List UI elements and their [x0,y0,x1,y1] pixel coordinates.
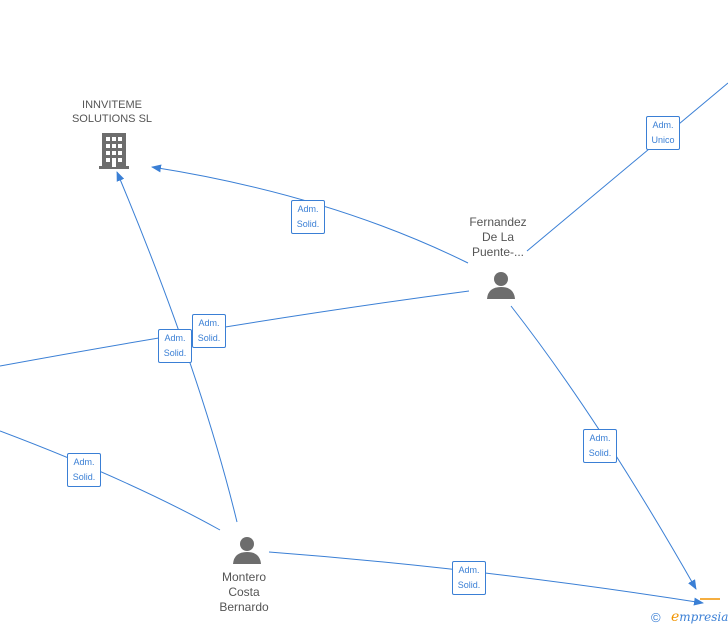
edge-fernandez-offscreen [526,82,728,252]
fernandez-line2: De La [481,230,515,244]
company-name-line1: INNVITEME [82,99,142,111]
montero-line3: Bernardo [219,600,269,614]
edge-montero-bottomright [268,551,704,606]
edge-label-line1: Adm. [458,565,480,575]
edge-label-line2: Solid. [163,348,187,358]
copyright-icon: © [651,610,661,625]
edge-label-line2: Solid. [72,472,96,482]
fernandez-line3: Puente-... [471,245,525,259]
edge-label-left-montero[interactable]: Adm. Solid. [67,453,101,487]
edge-label-line2: Solid. [457,580,481,590]
montero-line2: Costa [228,585,260,599]
person-montero-name[interactable]: Montero Costa Bernardo [194,570,294,615]
edge-label-line1: Adm. [164,333,186,343]
edge-label-line2: Solid. [588,448,612,458]
company-name[interactable]: INNVITEME SOLUTIONS SL [62,98,162,126]
person-fernandez-name[interactable]: Fernandez De La Puente-... [448,215,548,260]
edge-fernandez-left [0,290,470,367]
fernandez-line1: Fernandez [469,215,527,229]
building-icon[interactable] [97,133,131,169]
edge-label-fernandez-company[interactable]: Adm. Solid. [291,200,325,234]
edge-label-line1: Adm. [198,318,220,328]
edge-left-montero [0,430,221,531]
person-icon[interactable] [232,535,262,565]
person-icon[interactable] [486,270,516,300]
edge-label-line2: Solid. [296,219,320,229]
edge-label-montero-company[interactable]: Adm. Solid. [158,329,192,363]
edge-label-line1: Adm. [297,204,319,214]
montero-line1: Montero [221,570,267,584]
edge-label-line2: Unico [651,135,675,145]
edge-label-montero-bottomright[interactable]: Adm. Solid. [452,561,486,595]
edge-label-line1: Adm. [73,457,95,467]
edge-label-fernandez-bottomright[interactable]: Adm. Solid. [583,429,617,463]
edge-label-line2: Solid. [197,333,221,343]
company-name-line2: SOLUTIONS SL [71,113,153,125]
edge-label-fernandez-offscreen[interactable]: Adm. Unico [646,116,680,150]
edge-label-line1: Adm. [589,433,611,443]
edge-label-line1: Adm. [652,120,674,130]
edge-label-fernandez-left[interactable]: Adm. Solid. [192,314,226,348]
brand-logo[interactable]: empresia [671,609,728,625]
brand-logo-rest: mpresia [679,610,728,624]
brand-logo-initial: e [671,609,680,625]
